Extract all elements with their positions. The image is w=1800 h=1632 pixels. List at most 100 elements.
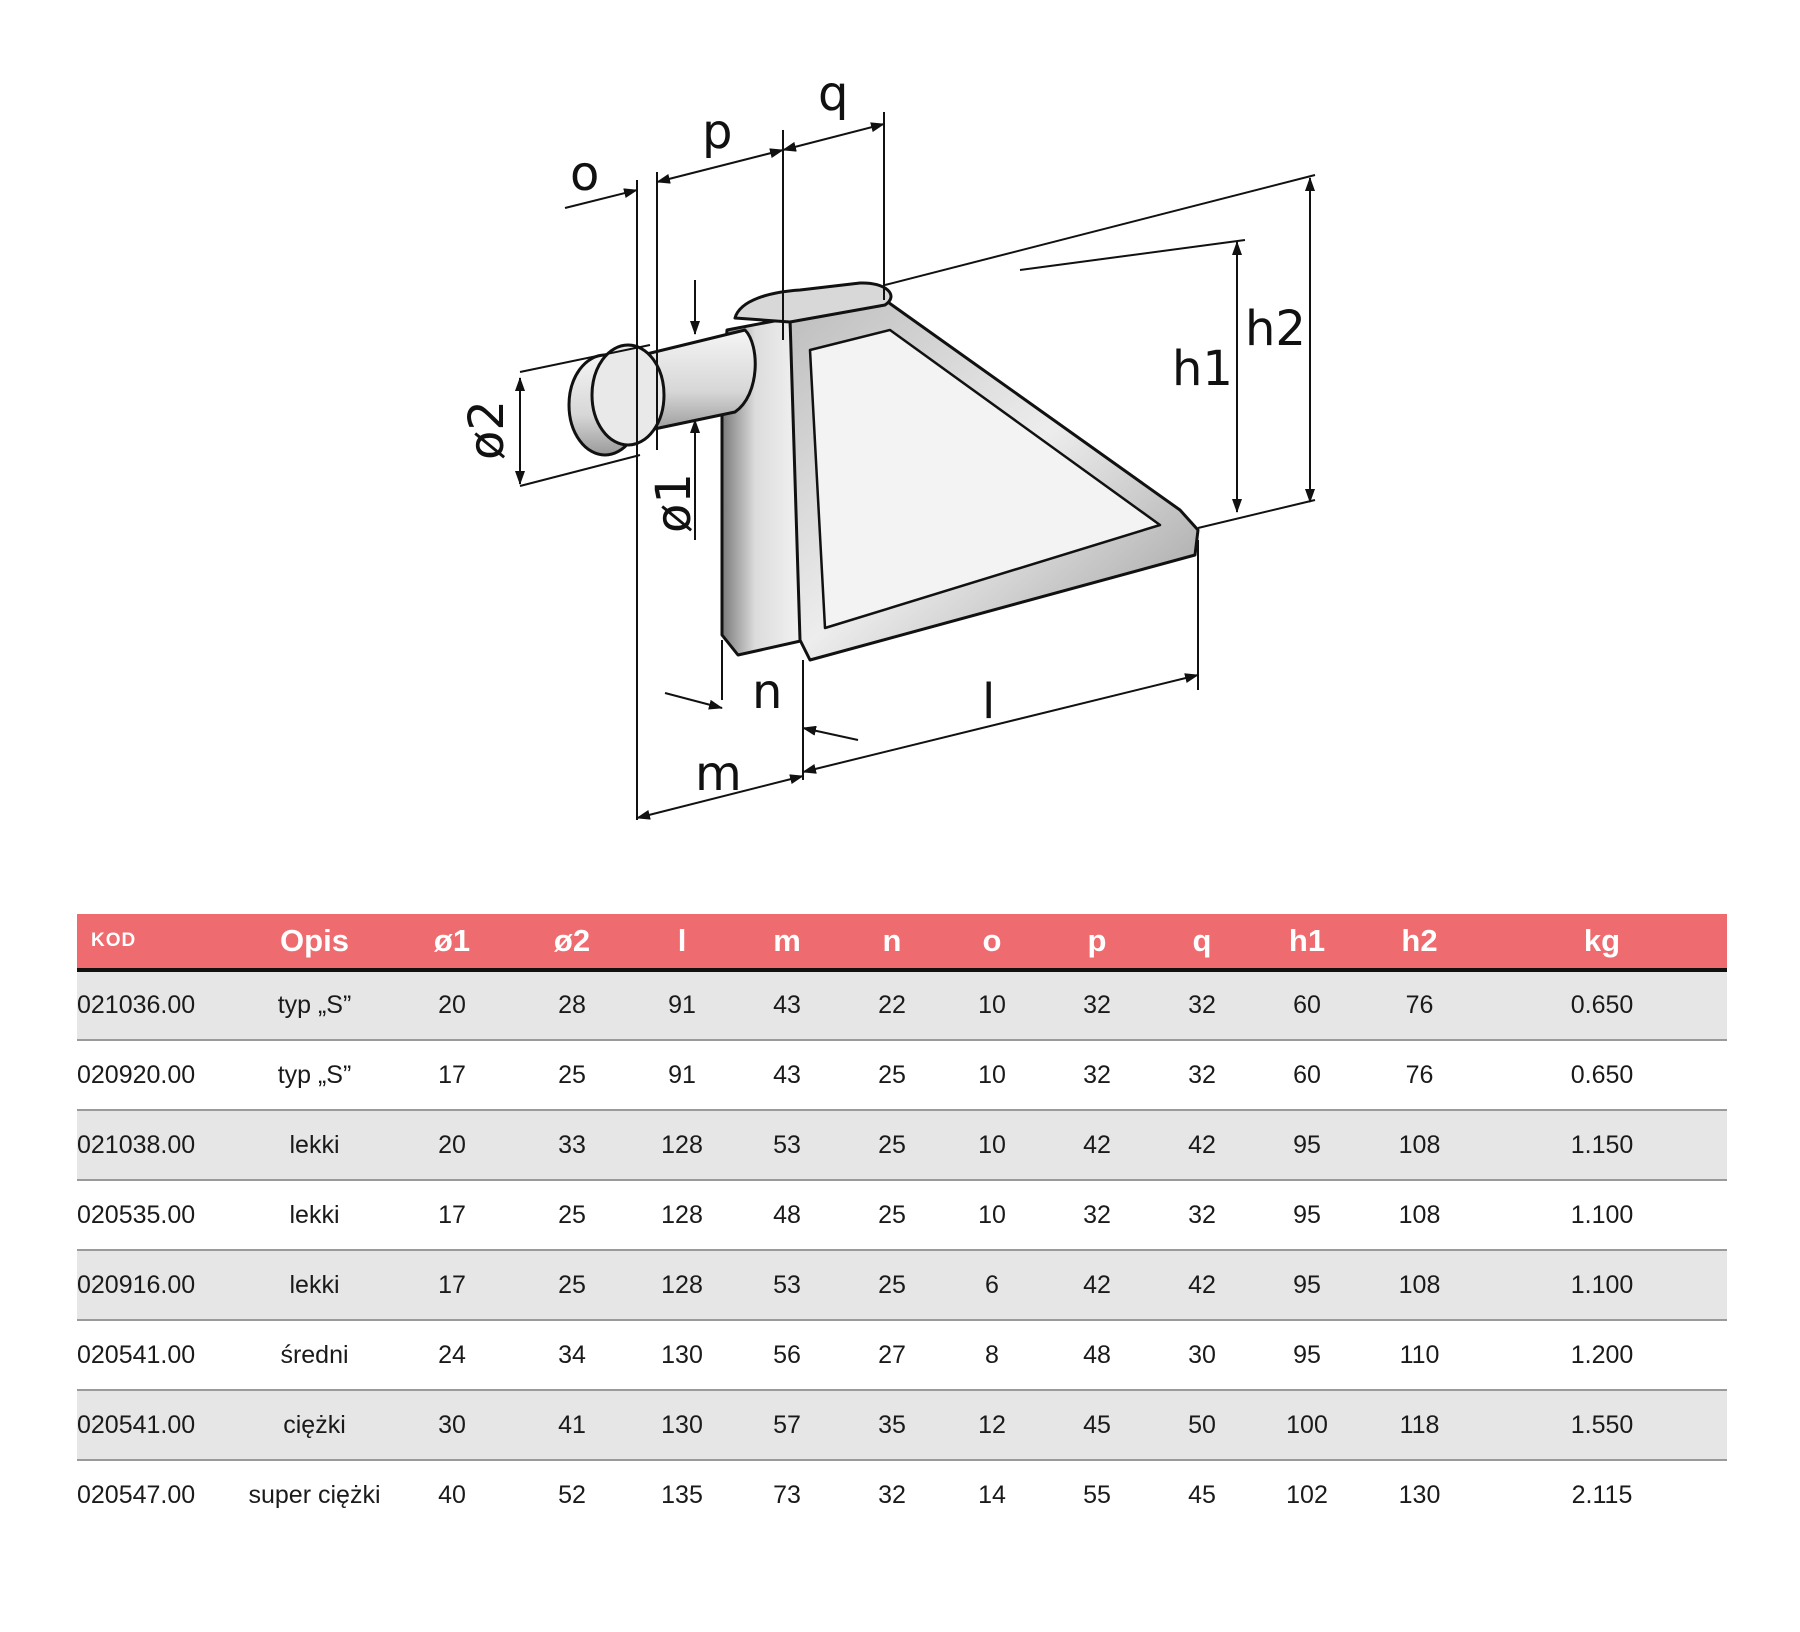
cell-p: 32 xyxy=(1042,970,1152,1041)
dimension-labels: o p q h1 h2 ø2 ø1 n l m xyxy=(459,66,1306,802)
cell-h1: 95 xyxy=(1252,1320,1362,1391)
cell-n: 35 xyxy=(842,1390,942,1461)
cell-l: 128 xyxy=(632,1110,732,1181)
cell-h2: 108 xyxy=(1362,1250,1477,1321)
cell-q: 42 xyxy=(1152,1250,1252,1321)
cell-kod: 021036.00 xyxy=(77,970,237,1041)
cell-d1: 20 xyxy=(392,970,512,1041)
label-d1: ø1 xyxy=(646,473,702,533)
cell-m: 57 xyxy=(732,1390,842,1461)
cell-h2: 110 xyxy=(1362,1320,1477,1391)
cell-d1: 40 xyxy=(438,1481,466,1509)
cell-d2: 25 xyxy=(512,1250,632,1321)
spec-table: KOD Opis ø1 ø2 l m n o p q h1 h2 kg 0210… xyxy=(77,914,1727,1530)
label-l: l xyxy=(982,674,995,730)
cell-opis: lekki xyxy=(237,1180,392,1251)
cell-h2: 108 xyxy=(1362,1110,1477,1181)
cell-d1: 17 xyxy=(392,1250,512,1321)
cell-q: 42 xyxy=(1152,1110,1252,1181)
cell-opis: super ciężki xyxy=(248,1481,381,1509)
cell-p: 42 xyxy=(1042,1250,1152,1321)
cell-kod: 020535.00 xyxy=(77,1180,237,1251)
label-h1: h1 xyxy=(1172,341,1233,397)
label-o: o xyxy=(570,146,599,202)
cell-d1: 24 xyxy=(392,1320,512,1391)
cell-kg: 0.650 xyxy=(1477,970,1727,1041)
cell-h2: 108 xyxy=(1362,1180,1477,1251)
cell-d2: 52 xyxy=(558,1481,586,1509)
cell-q: 32 xyxy=(1152,1040,1252,1111)
cell-n: 25 xyxy=(842,1250,942,1321)
cell-o: 10 xyxy=(942,1040,1042,1111)
cell-n: 25 xyxy=(842,1180,942,1251)
dimension-lines xyxy=(515,112,1316,820)
cell-m: 48 xyxy=(732,1180,842,1251)
cell-o: 12 xyxy=(942,1390,1042,1461)
cell-p: 45 xyxy=(1042,1390,1152,1461)
cell-n: 25 xyxy=(842,1040,942,1111)
col-header-l: l xyxy=(632,914,732,972)
cell-n: 27 xyxy=(842,1320,942,1391)
col-header-n: n xyxy=(842,914,942,972)
col-header-d1: ø1 xyxy=(392,914,512,972)
cell-h1: 95 xyxy=(1252,1110,1362,1181)
cell-o: 10 xyxy=(942,1110,1042,1181)
label-m: m xyxy=(695,746,742,802)
cell-m: 56 xyxy=(732,1320,842,1391)
cell-m: 43 xyxy=(732,970,842,1041)
cell-p: 42 xyxy=(1042,1110,1152,1181)
col-header-q: q xyxy=(1152,914,1252,972)
cell-kod: 020547.00 xyxy=(77,1481,196,1509)
table-header-row: KOD Opis ø1 ø2 l m n o p q h1 h2 kg xyxy=(77,914,1727,972)
col-header-opis: Opis xyxy=(237,914,392,972)
cell-m: 53 xyxy=(732,1110,842,1181)
cell-l: 91 xyxy=(632,970,732,1041)
cell-h2: 118 xyxy=(1362,1390,1477,1461)
cell-m: 43 xyxy=(732,1040,842,1111)
col-header-h1: h1 xyxy=(1252,914,1362,972)
cell-q: 30 xyxy=(1152,1320,1252,1391)
cell-q: 45 xyxy=(1188,1481,1216,1509)
cell-d1: 20 xyxy=(392,1110,512,1181)
cell-l: 130 xyxy=(632,1390,732,1461)
cell-d2: 41 xyxy=(512,1390,632,1461)
cell-h1: 102 xyxy=(1286,1481,1328,1509)
cell-d2: 34 xyxy=(512,1320,632,1391)
label-h2: h2 xyxy=(1245,301,1306,357)
cell-h1: 95 xyxy=(1252,1180,1362,1251)
cell-h2: 130 xyxy=(1398,1481,1441,1509)
hinge-pin-bracket-icon xyxy=(567,281,1200,662)
cell-l: 91 xyxy=(632,1040,732,1111)
cell-opis: typ „S” xyxy=(237,1040,392,1111)
cell-kod: 021038.00 xyxy=(77,1110,237,1181)
label-q: q xyxy=(818,66,848,122)
cell-kod: 020916.00 xyxy=(77,1250,237,1321)
cell-p: 32 xyxy=(1042,1180,1152,1251)
cell-opis: średni xyxy=(237,1320,392,1391)
cell-opis: lekki xyxy=(237,1110,392,1181)
cell-h1: 95 xyxy=(1252,1250,1362,1321)
cell-m: 73 xyxy=(773,1481,801,1509)
cell-kod: 020920.00 xyxy=(77,1040,237,1111)
cell-h1: 100 xyxy=(1252,1390,1362,1461)
cell-kod: 020541.00 xyxy=(77,1390,237,1461)
cell-q: 32 xyxy=(1152,1180,1252,1251)
col-header-kod: KOD xyxy=(77,914,237,972)
cell-kg: 2.115 xyxy=(1571,1481,1633,1509)
cell-opis: typ „S” xyxy=(237,970,392,1041)
cell-o: 6 xyxy=(942,1250,1042,1321)
cell-o: 10 xyxy=(942,970,1042,1041)
cell-o: 10 xyxy=(942,1180,1042,1251)
cell-h2: 76 xyxy=(1362,1040,1477,1111)
cell-h1: 60 xyxy=(1252,1040,1362,1111)
cell-p: 48 xyxy=(1042,1320,1152,1391)
col-header-d2: ø2 xyxy=(512,914,632,972)
col-header-p: p xyxy=(1042,914,1152,972)
col-header-kg: kg xyxy=(1477,914,1727,972)
cell-n: 22 xyxy=(842,970,942,1041)
